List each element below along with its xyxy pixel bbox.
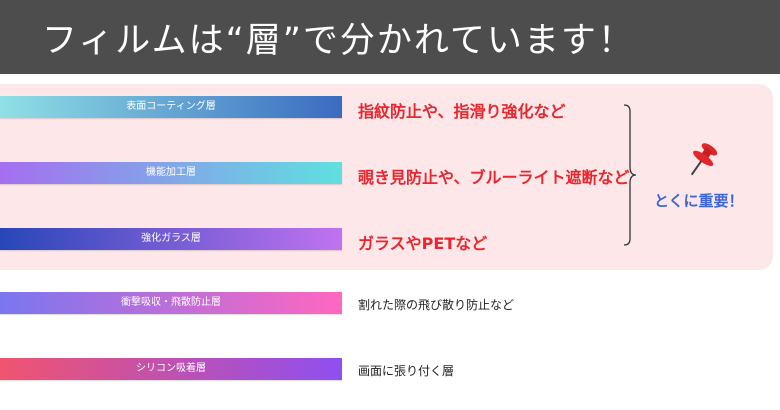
layer-description-functional: 覗き見防止や、ブルーライト遮断など	[358, 168, 630, 187]
layer-description-tempered-glass: ガラスやPETなど	[358, 234, 488, 253]
layer-description-shock-absorb: 割れた際の飛び散り防止など	[358, 298, 515, 312]
important-label: とくに重要！	[654, 192, 744, 210]
pushpin-icon	[690, 143, 718, 176]
header-bar: フィルムは“層”で分かれています！	[0, 0, 780, 74]
layer-bar-functional: 機能加工層	[0, 162, 342, 184]
page-title: フィルムは“層”で分かれています！	[42, 21, 635, 61]
layer-bar-surface-coating: 表面コーティング層	[0, 96, 342, 118]
layer-description-surface-coating: 指紋防止や、指滑り強化など	[358, 102, 566, 121]
right-brace-icon	[623, 104, 637, 246]
layer-bar-tempered-glass: 強化ガラス層	[0, 228, 342, 250]
layer-bar-shock-absorb: 衝撃吸収・飛散防止層	[0, 292, 342, 314]
layer-bar-silicone: シリコン吸着層	[0, 358, 342, 380]
layer-description-silicone: 画面に張り付く層	[358, 364, 455, 378]
